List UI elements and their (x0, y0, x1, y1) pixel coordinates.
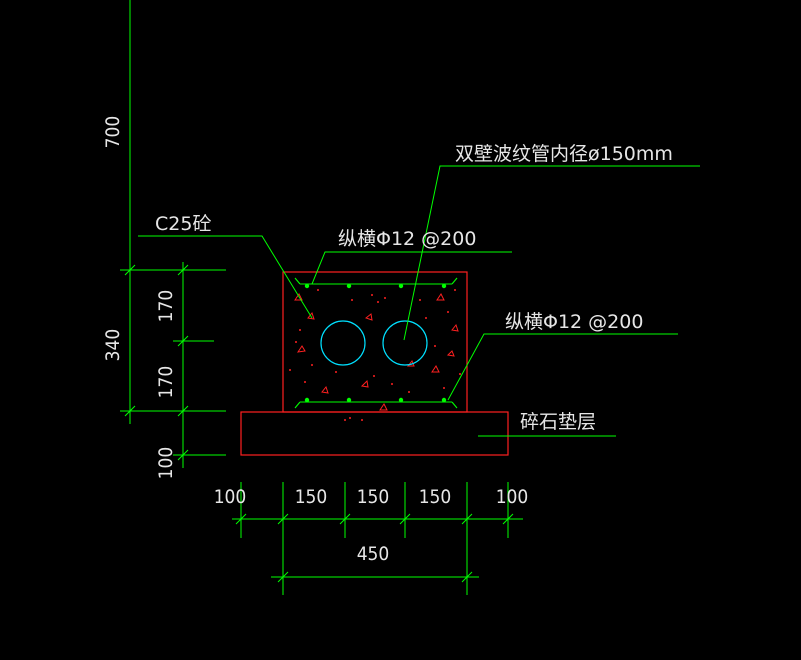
rebar-hook-bottom-left (294, 401, 301, 409)
concrete-section-outline (282, 271, 468, 413)
label-concrete: C25砼 (155, 213, 211, 235)
dim-bottom-3: 150 (357, 486, 390, 508)
leader-rebar-top (311, 251, 512, 285)
label-cushion: 碎石垫层 (520, 411, 596, 433)
left-tick-6 (177, 449, 189, 461)
rebar-hook-top-left (294, 277, 301, 285)
dim-bottom-total: 450 (357, 543, 390, 565)
dim-left-top: 700 (102, 116, 124, 149)
leader-rebar-side (447, 333, 678, 401)
bottom-dimensions (232, 482, 523, 595)
dim-left-upper: 170 (155, 290, 177, 323)
bottom-tick-8 (461, 571, 473, 583)
rebar-hook-bottom-right (451, 401, 458, 409)
dim-bottom-5: 100 (496, 486, 529, 508)
rebar-hook-top-right (451, 277, 458, 285)
leader-concrete (138, 235, 313, 319)
concrete-aggregate-dots (289, 289, 461, 421)
dim-bottom-2: 150 (295, 486, 328, 508)
label-rebar-top: 纵横Φ12 @200 (338, 228, 476, 250)
dim-left-cushion: 100 (155, 447, 177, 480)
left-tick-5 (177, 405, 189, 417)
left-tick-4 (177, 335, 189, 347)
left-dimensions (120, 0, 226, 468)
rebar-cage (294, 277, 458, 409)
left-tick-1 (124, 264, 136, 276)
bottom-tick-7 (277, 571, 289, 583)
leader-pipe (403, 165, 700, 341)
left-tick-2 (124, 405, 136, 417)
dim-bottom-1: 100 (214, 486, 247, 508)
bottom-tick-3 (339, 513, 351, 525)
leader-lines (138, 165, 700, 437)
bottom-tick-6 (502, 513, 514, 525)
dim-left-lower: 170 (155, 366, 177, 399)
bottom-tick-1 (235, 513, 247, 525)
label-rebar-side: 纵横Φ12 @200 (505, 311, 643, 333)
label-pipe: 双壁波纹管内径ø150mm (455, 143, 673, 165)
rebar-dots (304, 283, 447, 403)
bottom-tick-5 (461, 513, 473, 525)
dim-bottom-4: 150 (419, 486, 452, 508)
bottom-tick-4 (399, 513, 411, 525)
dim-left-total: 340 (102, 329, 124, 362)
left-tick-3 (177, 264, 189, 276)
corrugated-pipe-right (382, 320, 428, 366)
bottom-tick-2 (277, 513, 289, 525)
corrugated-pipe-left (320, 320, 366, 366)
